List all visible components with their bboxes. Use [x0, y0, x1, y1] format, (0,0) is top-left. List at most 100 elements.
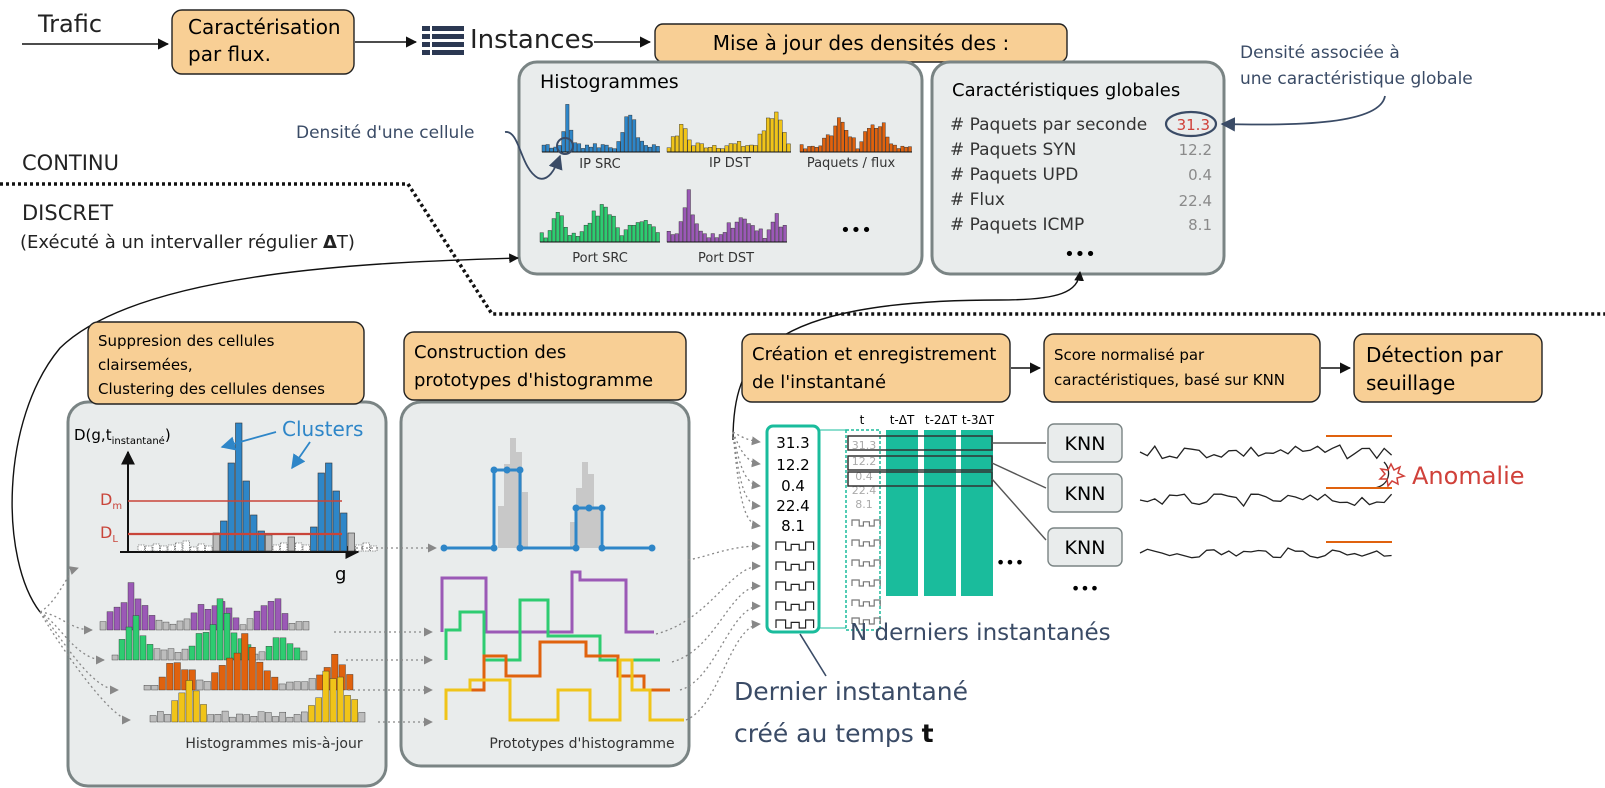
mini-hist-bar [732, 143, 737, 153]
updated-hist-bar [301, 681, 309, 691]
mini-hist-bar [749, 144, 754, 153]
updated-hist-bar [181, 648, 189, 661]
updated-hist-bar [146, 644, 154, 661]
mini-hist-bar [543, 237, 548, 243]
mini-hist-bar [616, 141, 621, 153]
mini-hist-bar [848, 136, 852, 153]
updated-hist-bar [258, 651, 266, 661]
dernier-pointer [799, 633, 827, 677]
row-link-2 [991, 462, 1047, 489]
updated-hist-bar [132, 615, 140, 661]
updated-hist-bar [200, 704, 207, 723]
creation-line2: de l'instantané [752, 372, 886, 393]
density-bar [212, 532, 220, 552]
updated-hist-bar [209, 624, 217, 661]
updated-hist-bar [302, 621, 310, 631]
density-sparse-bar [302, 544, 310, 552]
row-link-3 [991, 478, 1047, 541]
updated-hist-bar [272, 716, 279, 723]
density-bar [287, 536, 295, 552]
mini-histograms [539, 104, 912, 243]
mini-hist-bar [753, 145, 758, 153]
mini-hist-bar [640, 140, 644, 153]
mini-hist-bar [741, 146, 746, 153]
prototype-bg-bar [582, 462, 588, 548]
mini-hist-bar [675, 135, 680, 153]
knn-box-3: KNN [1047, 527, 1123, 567]
density-bar [257, 530, 265, 552]
mini-hist-bar [587, 222, 592, 243]
density-bar [265, 534, 273, 552]
continu-discret-separator [0, 182, 1605, 316]
updated-hist-bar [141, 605, 149, 631]
mini-hist-bar [581, 148, 585, 153]
snapshot-t [845, 429, 881, 631]
updated-hist-bar [151, 685, 159, 691]
updated-hist-bar [265, 646, 273, 661]
mini-hist-bar [734, 221, 739, 243]
density-sparse-bar [362, 542, 370, 552]
mini-hist-bar [599, 204, 604, 243]
mini-hist-bar [631, 225, 636, 243]
snapshot-column-3 [961, 430, 993, 596]
updated-hist-bar [248, 647, 256, 691]
globales-row-label-0: # Paquets par seconde [950, 115, 1147, 135]
mini-hist-bar [549, 147, 554, 153]
mini-hist-bar [766, 117, 771, 153]
densite-associee-line1: Densité associée à [1240, 43, 1400, 63]
execute-label: (Exécuté à un intervaller régulier ΔT) [20, 232, 355, 253]
maj-panel [66, 400, 388, 788]
density-sparse-bar [197, 543, 205, 552]
updated-hist-bar [316, 674, 324, 691]
updated-hist-bar [167, 648, 175, 661]
prototype-knot [648, 544, 656, 552]
suppression-line3: Clustering des cellules denses [98, 380, 325, 398]
updated-hist-bar [265, 712, 272, 723]
clusters-arrow-1 [220, 431, 277, 451]
plot-ylabel-main: D(g,t [74, 426, 112, 444]
prototype-bg-bar [570, 522, 576, 548]
mini-hist-bar [632, 119, 637, 153]
mini-hist-bar [774, 111, 779, 153]
mini-hist-bar [585, 144, 589, 153]
mini-hist-bar [770, 221, 775, 243]
mini-hist-bar [575, 236, 580, 243]
updated-hist-bar [183, 618, 191, 631]
snapshot-glyph [775, 619, 815, 629]
dernier-line1: Dernier instantané [734, 677, 968, 706]
updated-hist-bar [228, 716, 236, 723]
density-sparse-bar [152, 543, 160, 552]
global-feedback-curve [732, 271, 1084, 441]
mini-hist-bar [742, 218, 747, 243]
mini-hist-bar [541, 144, 546, 153]
mini-hist-bar [699, 143, 704, 153]
mini-hist-bar [893, 144, 897, 153]
updated-hist-bar [174, 652, 182, 661]
dm-main: D [100, 490, 112, 509]
mini-hist-bar [620, 132, 625, 153]
updated-hist-bar [293, 647, 301, 661]
mini-hist-bar [720, 148, 725, 153]
mini-hist-bar [627, 224, 632, 243]
mini-hist-bar [724, 145, 729, 153]
plot-ylabel: D(g,tinstantané) [74, 426, 171, 447]
mini-hist-bar [648, 146, 652, 153]
globales-row-value-1: 12.2 [1179, 141, 1212, 159]
mini-hist-bar [545, 144, 550, 153]
density-sparse-bar [182, 540, 190, 552]
detection-line1: Détection par [1366, 343, 1503, 367]
hist-label-paquets-flux: Paquets / flux [807, 156, 896, 171]
mini-hist-bar [900, 145, 905, 153]
score-box: Score normalisé par caractéristiques, ba… [1043, 333, 1321, 403]
mini-hist-bar [758, 228, 763, 243]
mini-hist-bar [678, 221, 683, 243]
mini-hist-bar [766, 229, 771, 243]
updated-hist-bar [329, 678, 337, 723]
mini-hist-bar [547, 230, 552, 243]
histogrammes-title: Histogrammes [540, 71, 679, 93]
updated-hist-bar [246, 618, 254, 631]
updated-hist-bar [250, 716, 258, 723]
mini-hist-bar [603, 206, 608, 243]
updated-hist-bar [197, 604, 205, 631]
globales-row-label-4: # Paquets ICMP [950, 215, 1084, 235]
